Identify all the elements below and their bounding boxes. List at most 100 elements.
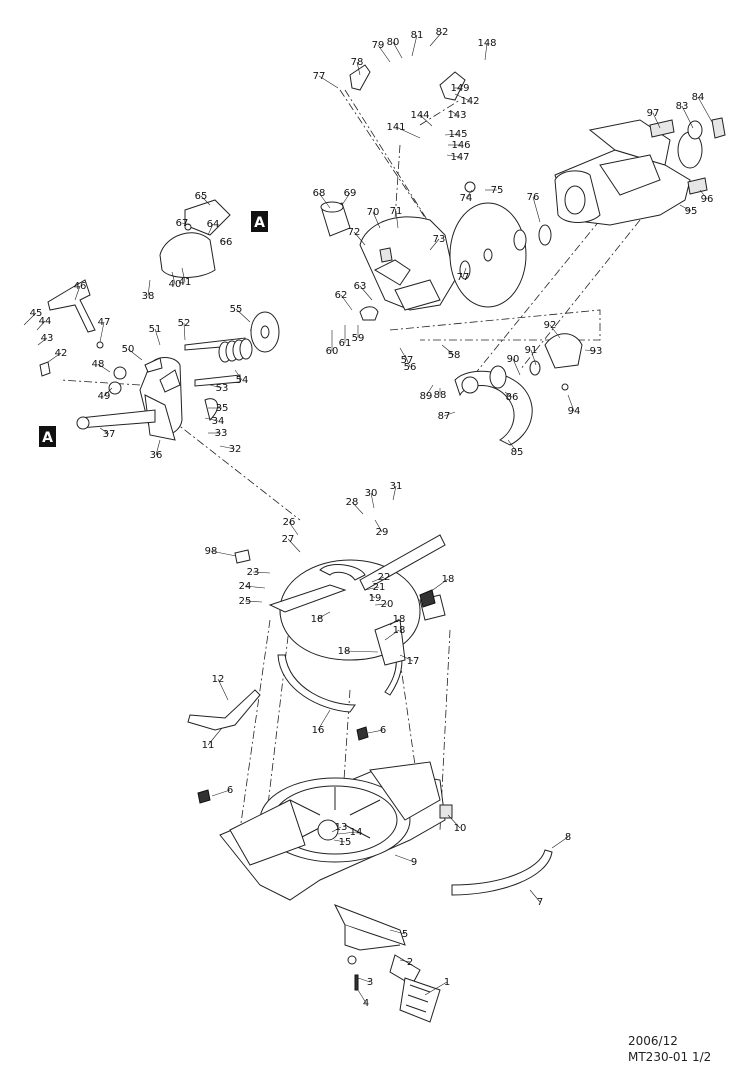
leader-line-18 (429, 578, 449, 593)
assembly-guide-lines (59, 89, 641, 841)
callout-92: 92 (544, 320, 557, 331)
leader-line-92 (549, 324, 561, 339)
callout-42: 42 (55, 348, 68, 359)
leader-line-80 (392, 41, 403, 59)
callout-149: 149 (450, 83, 469, 94)
callout-26: 26 (283, 517, 296, 528)
leader-line-15 (333, 839, 346, 843)
leader-line-52 (183, 322, 186, 341)
leader-line-4 (357, 989, 367, 1004)
leader-line-63 (359, 285, 373, 301)
callout-77: 77 (457, 272, 470, 283)
leader-line-42 (47, 352, 62, 363)
callout-81: 81 (411, 30, 424, 41)
callout-144: 144 (410, 110, 429, 121)
callout-46: 46 (74, 281, 87, 292)
callout-4: 4 (363, 998, 369, 1009)
side-cover (159, 199, 231, 278)
callout-58: 58 (448, 350, 461, 361)
leader-line-43 (37, 337, 48, 346)
callout-88: 88 (434, 390, 447, 401)
leader-line-51 (154, 328, 161, 346)
callout-22: 22 (378, 572, 391, 583)
callout-14: 14 (350, 827, 363, 838)
callout-6: 6 (380, 725, 386, 736)
callout-77: 77 (313, 71, 326, 82)
callout-16: 16 (312, 725, 325, 736)
callout-98: 98 (205, 546, 218, 557)
leader-line-20 (374, 603, 388, 606)
leader-line-54 (234, 369, 243, 381)
callout-29: 29 (376, 527, 389, 538)
callout-59: 59 (352, 333, 365, 344)
callout-96: 96 (701, 194, 714, 205)
leader-line-14 (337, 831, 357, 835)
callout-145: 145 (448, 129, 467, 140)
callout-40: 40 (169, 279, 182, 290)
callout-13: 13 (335, 822, 348, 833)
section-marker-label: A (254, 215, 265, 231)
leader-line-6 (367, 729, 384, 734)
callout-32: 32 (229, 444, 242, 455)
callout-51: 51 (149, 324, 162, 335)
callout-52: 52 (178, 318, 191, 329)
leader-line-7 (529, 889, 541, 903)
leader-line-3 (357, 977, 371, 983)
fence (187, 689, 261, 731)
leader-line-83 (681, 105, 694, 129)
callout-12: 12 (212, 674, 225, 685)
leader-line-74 (465, 189, 473, 199)
small-parts (39, 64, 726, 804)
cylinder-knob (320, 201, 351, 237)
leader-line-141 (395, 126, 421, 139)
leader-line-13 (331, 826, 342, 833)
leader-line-81 (411, 34, 418, 57)
callout-7: 7 (537, 897, 543, 908)
callout-66: 66 (220, 237, 233, 248)
callout-56: 56 (404, 362, 417, 373)
leader-line-18 (389, 618, 400, 626)
leader-line-24 (244, 585, 266, 589)
leader-line-85 (507, 439, 518, 453)
callout-67: 67 (176, 218, 189, 229)
leader-line-68 (318, 192, 331, 209)
callout-35: 35 (216, 403, 229, 414)
leader-line-91 (530, 349, 537, 366)
leader-line-26 (288, 521, 299, 536)
callout-43: 43 (41, 333, 54, 344)
callout-93: 93 (590, 346, 603, 357)
leader-line-76 (532, 196, 541, 223)
leader-line-38 (147, 279, 151, 297)
callout-3: 3 (367, 977, 373, 988)
leader-line-34 (204, 417, 219, 422)
leader-line-84 (697, 96, 713, 123)
leader-line-73 (429, 238, 440, 251)
leader-line-94 (567, 394, 575, 412)
motor-housing (554, 119, 703, 226)
torsion-spring (218, 338, 253, 363)
callout-30: 30 (365, 488, 378, 499)
callout-33: 33 (215, 428, 228, 439)
callout-143: 143 (447, 110, 466, 121)
leader-line-57 (399, 347, 408, 361)
leader-line-37 (99, 427, 110, 435)
callout-75: 75 (491, 185, 504, 196)
blade-cover-93 (544, 333, 583, 369)
callout-95: 95 (685, 206, 698, 217)
leader-line-1 (424, 981, 448, 996)
leader-line-67 (181, 222, 191, 226)
callout-72: 72 (348, 227, 361, 238)
leader-line-11 (207, 727, 223, 746)
callout-17: 17 (407, 656, 420, 667)
leader-line-40 (171, 271, 176, 285)
callout-71: 71 (390, 206, 403, 217)
leader-line-145 (444, 133, 459, 136)
leader-line-44 (36, 320, 46, 331)
leader-line-95 (679, 204, 692, 212)
turntable-assembly (268, 534, 446, 713)
leader-line-36 (155, 439, 161, 456)
callout-83: 83 (676, 101, 689, 112)
callout-10: 10 (454, 823, 467, 834)
leader-line-32 (219, 445, 236, 450)
